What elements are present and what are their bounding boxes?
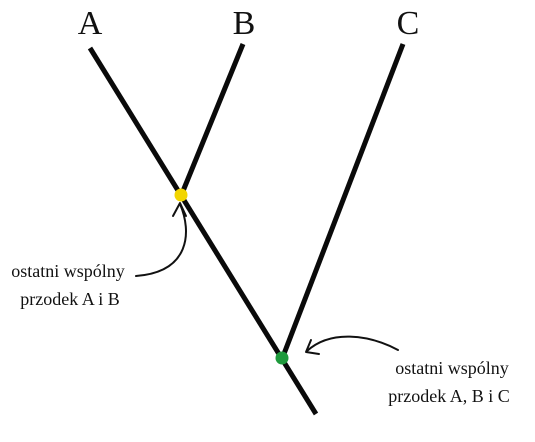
taxon-label-c: C bbox=[397, 5, 420, 42]
arrow-to-ancestor-ab bbox=[135, 202, 187, 277]
branch-c bbox=[279, 43, 406, 360]
ancestor-ab-label-line1: ostatni wspólny bbox=[11, 261, 125, 281]
branch-b bbox=[178, 43, 246, 197]
ancestor-abc-label-line2: przodek A, B i C bbox=[388, 386, 510, 406]
taxon-label-b: B bbox=[233, 5, 256, 42]
node-ancestor-ab bbox=[174, 188, 188, 202]
taxon-label-a: A bbox=[78, 5, 103, 42]
arrow-to-ancestor-abc bbox=[305, 335, 399, 355]
ancestor-abc-label-line1: ostatni wspólny bbox=[395, 358, 509, 378]
ancestor-ab-label-line2: przodek A i B bbox=[20, 289, 120, 309]
node-ancestor-abc bbox=[275, 351, 289, 365]
